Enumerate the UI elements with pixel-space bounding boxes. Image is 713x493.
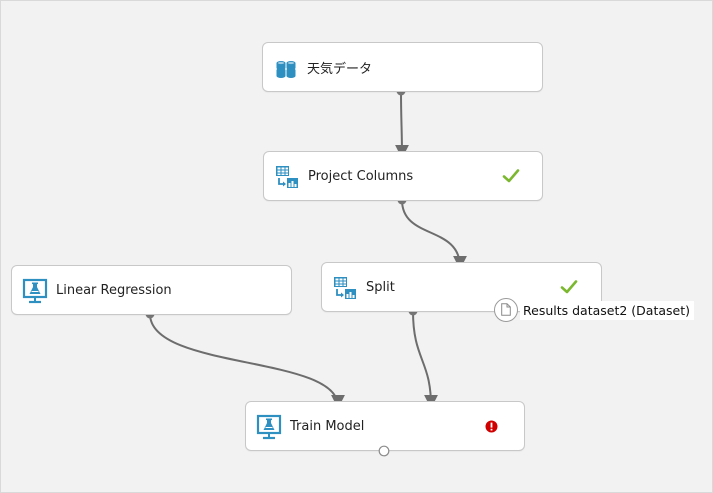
port-tooltip-label: Results dataset2 (Dataset) — [520, 300, 694, 320]
node-label: Linear Regression — [56, 282, 172, 298]
transform-icon — [334, 277, 356, 299]
connector-regression-to-train[interactable] — [149, 313, 345, 409]
node-label: Train Model — [290, 418, 365, 434]
output-port-train-model[interactable] — [377, 444, 391, 458]
error-icon — [485, 420, 498, 433]
output-port-split-2[interactable] — [494, 298, 518, 322]
node-project-columns[interactable]: Project Columns — [263, 151, 543, 201]
ml-model-icon — [256, 414, 282, 440]
node-label: Project Columns — [308, 168, 414, 184]
port-tooltip: Results dataset2 (Dataset) — [494, 298, 694, 322]
connector-split-to-train[interactable] — [412, 310, 438, 409]
check-icon — [502, 169, 520, 183]
dataset-icon — [276, 61, 296, 78]
connector-project-to-split[interactable] — [401, 199, 467, 270]
check-icon — [560, 280, 578, 294]
node-weather-data[interactable]: 天気データ — [262, 42, 543, 92]
node-train-model[interactable]: Train Model — [245, 401, 525, 451]
transform-icon — [276, 166, 298, 188]
connector-weather-to-project[interactable] — [394, 90, 409, 159]
node-label: Split — [366, 279, 395, 295]
document-icon — [501, 303, 511, 316]
node-label: 天気データ — [307, 61, 373, 77]
node-linear-regression[interactable]: Linear Regression — [11, 265, 292, 315]
ml-model-icon — [22, 278, 48, 304]
